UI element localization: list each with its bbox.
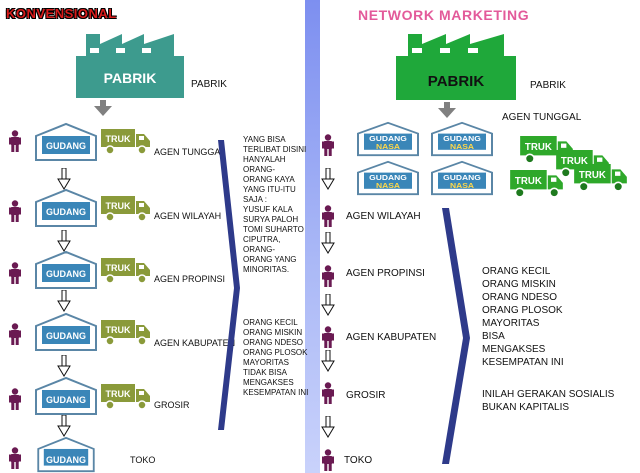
- down-arrow-icon: [321, 232, 335, 254]
- down-arrow-icon: [94, 100, 112, 116]
- down-arrow-icon: [57, 355, 71, 377]
- truck-icon: TRUK: [101, 196, 151, 222]
- warehouse-icon: GUDANG: [34, 122, 98, 162]
- person-icon: [322, 326, 334, 348]
- truck-icon: TRUK: [520, 136, 574, 164]
- svg-text:GUDANG: GUDANG: [443, 134, 481, 143]
- title-network-marketing: NETWORK MARKETING: [358, 7, 530, 23]
- bracket-icon: [218, 140, 240, 430]
- person-icon: [9, 323, 21, 345]
- svg-text:GUDANG: GUDANG: [46, 395, 86, 405]
- warehouse-nasa-icon: GUDANG NASA: [430, 121, 494, 157]
- svg-text:TRUK: TRUK: [106, 134, 131, 144]
- svg-text:GUDANG: GUDANG: [46, 269, 86, 279]
- note-rich-minority: YANG BISA TERLIBAT DISINI HANYALAH ORANG…: [243, 135, 307, 274]
- person-icon: [9, 200, 21, 222]
- svg-text:TRUK: TRUK: [106, 389, 131, 399]
- svg-text:GUDANG: GUDANG: [369, 134, 407, 143]
- truck-icon: TRUK: [101, 129, 151, 155]
- person-icon: [322, 205, 334, 227]
- level-label: AGEN TUNGGAL: [154, 147, 226, 157]
- warehouse-icon: GUDANG: [34, 250, 98, 290]
- note-socialist-movement: INILAH GERAKAN SOSIALIS BUKAN KAPITALIS: [482, 389, 615, 413]
- svg-text:GUDANG: GUDANG: [369, 173, 407, 182]
- factory-label-left: PABRIK: [191, 79, 227, 90]
- svg-text:NASA: NASA: [376, 181, 400, 190]
- level-label: AGEN PROPINSI: [154, 274, 226, 284]
- level-label: TOKO: [344, 455, 373, 466]
- svg-text:TRUK: TRUK: [106, 325, 131, 335]
- factory-sign-left: PABRIK: [104, 70, 157, 86]
- panel-network-marketing: NETWORK MARKETING PABRIK PABRIK AGEN TUN…: [320, 0, 640, 473]
- svg-text:TRUK: TRUK: [515, 176, 542, 187]
- level-label: AGEN WILAYAH: [346, 211, 421, 222]
- down-arrow-icon: [321, 416, 335, 438]
- down-arrow-icon: [57, 168, 71, 190]
- down-arrow-icon: [57, 290, 71, 312]
- svg-text:GUDANG: GUDANG: [46, 455, 86, 465]
- svg-text:NASA: NASA: [376, 142, 400, 151]
- svg-text:TRUK: TRUK: [579, 170, 606, 181]
- truck-icon: TRUK: [510, 170, 564, 198]
- bracket-icon: [442, 208, 470, 464]
- note-people-majority: ORANG KECIL ORANG MISKIN ORANG NDESO ORA…: [482, 266, 564, 368]
- down-arrow-icon: [57, 230, 71, 252]
- level-label: AGEN KABUPATEN: [154, 338, 236, 348]
- person-icon: [322, 265, 334, 287]
- level-label: TOKO: [130, 455, 156, 465]
- warehouse-nasa-icon: GUDANG NASA: [356, 160, 420, 196]
- level-label: AGEN PROPINSI: [346, 268, 425, 279]
- person-icon: [9, 447, 21, 469]
- person-icon: [322, 134, 334, 156]
- svg-text:TRUK: TRUK: [106, 263, 131, 273]
- person-icon: [9, 262, 21, 284]
- svg-text:GUDANG: GUDANG: [46, 207, 86, 217]
- svg-text:NASA: NASA: [450, 142, 474, 151]
- factory-label-right: PABRIK: [530, 80, 566, 91]
- level-label: AGEN WILAYAH: [154, 211, 222, 221]
- svg-text:GUDANG: GUDANG: [46, 141, 86, 151]
- note-poor-majority: ORANG KECIL ORANG MISKIN ORANG NDESO ORA…: [243, 318, 309, 397]
- truck-icon: TRUK: [556, 150, 610, 178]
- down-arrow-icon: [57, 415, 71, 437]
- warehouse-icon: GUDANG: [34, 376, 98, 416]
- level-label: GROSIR: [154, 400, 190, 410]
- svg-text:GUDANG: GUDANG: [46, 331, 86, 341]
- person-icon: [322, 449, 334, 471]
- svg-text:GUDANG: GUDANG: [443, 173, 481, 182]
- svg-text:TRUK: TRUK: [525, 142, 552, 153]
- truck-icon: TRUK: [101, 320, 151, 346]
- down-arrow-icon: [321, 350, 335, 372]
- warehouse-icon: GUDANG: [34, 312, 98, 352]
- truck-icon: TRUK: [574, 164, 628, 192]
- factory-sign-right: PABRIK: [428, 73, 485, 90]
- warehouse-icon: GUDANG: [34, 436, 98, 473]
- down-arrow-icon: [321, 168, 335, 190]
- person-icon: [9, 388, 21, 410]
- truck-icon: TRUK: [101, 384, 151, 410]
- person-icon: [9, 130, 21, 152]
- svg-text:TRUK: TRUK: [561, 156, 588, 167]
- factory-icon: PABRIK: [76, 34, 184, 98]
- title-konvensional: KONVENSIONAL: [6, 6, 117, 21]
- warehouse-nasa-icon: GUDANG NASA: [356, 121, 420, 157]
- level-label: AGEN KABUPATEN: [346, 332, 437, 343]
- truck-icon: TRUK: [101, 258, 151, 284]
- down-arrow-icon: [438, 102, 456, 118]
- level-label-agen-tunggal: AGEN TUNGGAL: [502, 112, 582, 123]
- panel-konvensional: KONVENSIONAL PABRIK PABRIK GUDANG TRUK A…: [0, 0, 309, 473]
- factory-icon: PABRIK: [396, 34, 516, 100]
- person-icon: [322, 382, 334, 404]
- down-arrow-icon: [321, 294, 335, 316]
- warehouse-nasa-icon: GUDANG NASA: [430, 160, 494, 196]
- svg-text:TRUK: TRUK: [106, 201, 131, 211]
- level-label: GROSIR: [346, 390, 386, 401]
- warehouse-icon: GUDANG: [34, 188, 98, 228]
- svg-text:NASA: NASA: [450, 181, 474, 190]
